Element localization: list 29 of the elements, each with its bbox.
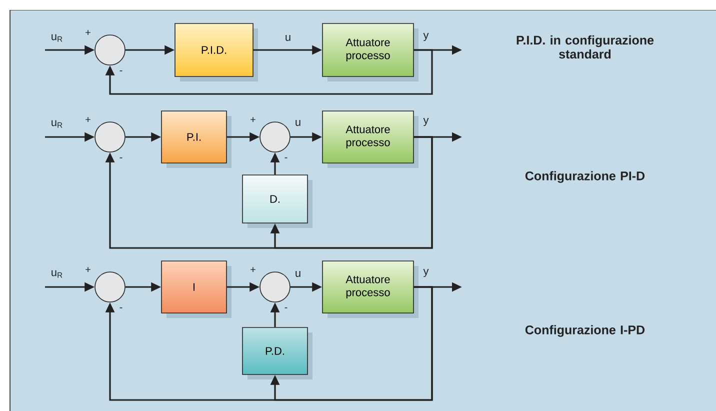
sign-label: + xyxy=(86,30,90,35)
block-box: Attuatore processo xyxy=(322,23,414,77)
sign-label: + xyxy=(86,267,90,272)
sign-label: - xyxy=(120,157,122,158)
summing-junction xyxy=(94,272,126,302)
summing-junction xyxy=(94,34,126,66)
summing-junction xyxy=(260,122,290,152)
configuration-title: P.I.D. in configurazione standard xyxy=(516,35,654,59)
block-box: P.D. xyxy=(242,327,308,375)
block-box: P.I. xyxy=(161,110,227,164)
sign-label: - xyxy=(284,307,288,308)
arrow xyxy=(105,49,433,95)
block-box: Attuatore processo xyxy=(322,110,414,164)
block-box: Attuatore processo xyxy=(322,260,414,314)
block-box: D. xyxy=(242,174,308,224)
arrow xyxy=(270,286,433,401)
block-box: I xyxy=(161,260,227,314)
sign-label: - xyxy=(120,70,122,72)
configuration-title: Configurazione PI-D xyxy=(525,171,645,183)
sign-label: + xyxy=(250,117,256,122)
sign-label: - xyxy=(284,157,288,158)
sign-label: - xyxy=(120,307,122,308)
block-box: P.I.D. xyxy=(174,23,254,77)
sign-label: + xyxy=(86,117,90,122)
sign-label: + xyxy=(250,267,256,272)
summing-junction xyxy=(94,122,126,152)
configuration-title: Configurazione I-PD xyxy=(525,325,645,337)
arrow xyxy=(270,136,433,249)
summing-junction xyxy=(260,272,290,302)
